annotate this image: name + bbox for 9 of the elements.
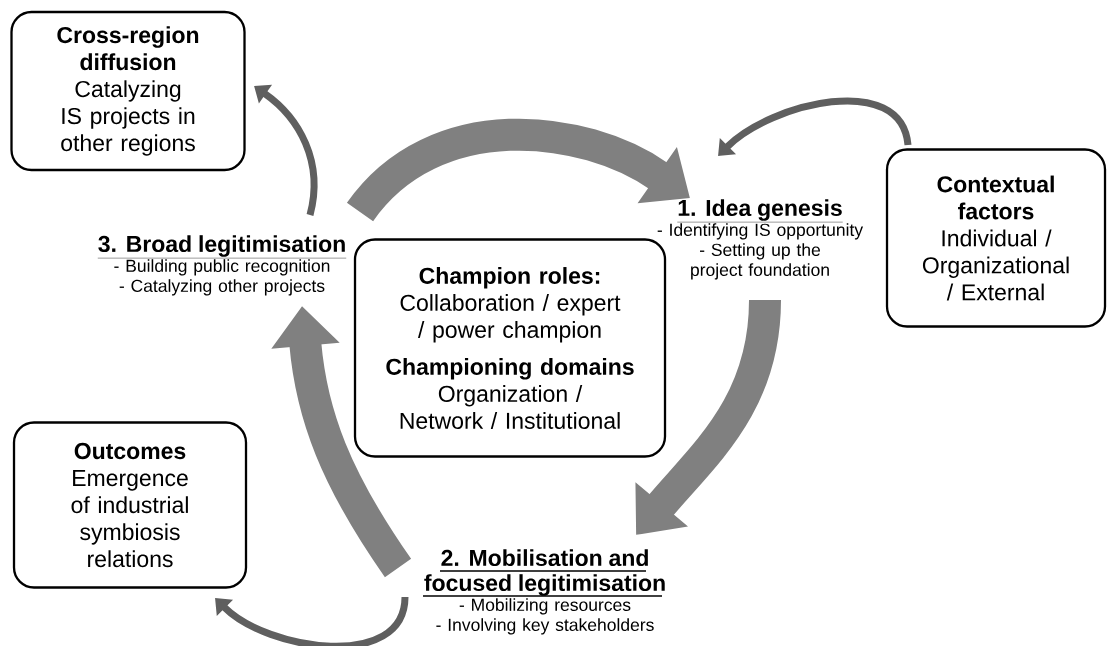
curved-arrow xyxy=(718,97,912,156)
rounded-box: Champion roles: Collaboration / expert / power champion Championing domains Organization / Network / Institutional xyxy=(353,238,667,458)
stage-text: 2. Mobilisation and focused legitimisation - Mobilizing resources - Involving key stakeholders xyxy=(424,549,665,635)
rounded-box: Outcomes Emergence of industrial symbiosis relations xyxy=(12,421,248,589)
curved-arrow xyxy=(254,84,318,216)
rounded-box: Contextual factors Individual / Organizational / External xyxy=(885,148,1107,328)
curved-arrow xyxy=(215,596,409,646)
rounded-box: Cross-region diffusion Catalyzing IS projects in other regions xyxy=(10,10,246,172)
stage-text: 3. Broad legitimisation - Building public recognition - Catalyzing other projects xyxy=(97,235,347,296)
